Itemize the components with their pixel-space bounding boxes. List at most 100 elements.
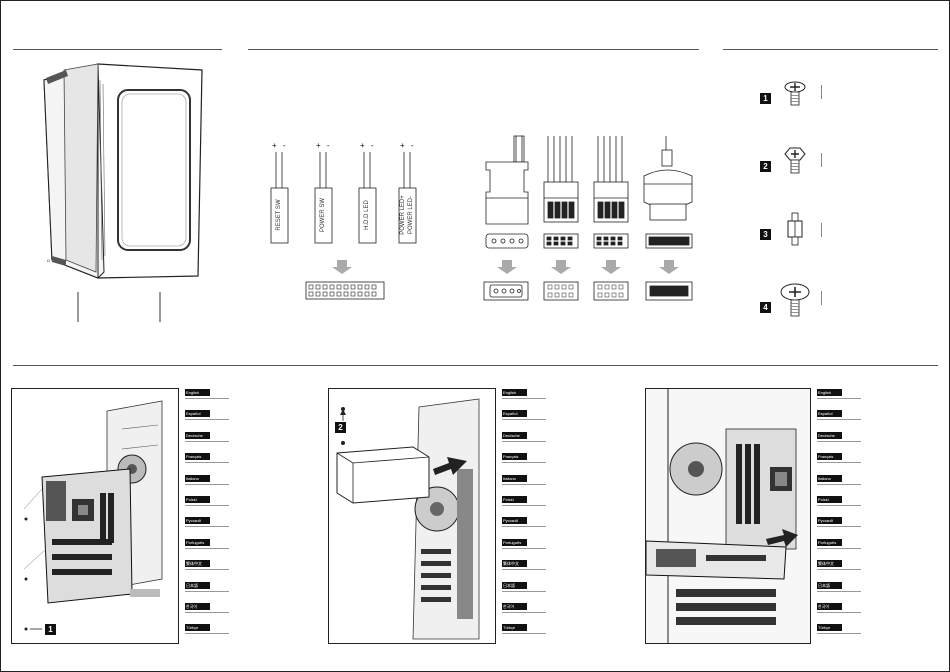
language-tag: Русский (502, 517, 527, 525)
polarity-signs-powerled: + - (400, 141, 416, 150)
language-tag: Italiano (817, 474, 842, 482)
polarity-signs-hdd: + - (360, 141, 376, 150)
language-divider (817, 462, 861, 464)
language-divider (502, 419, 546, 421)
language-divider (185, 483, 229, 485)
language-tag: Português (185, 538, 210, 546)
language-tag: 한국어 (185, 603, 210, 610)
screw-2-divider (821, 153, 822, 167)
language-divider (502, 505, 546, 506)
language-divider (502, 612, 546, 613)
language-divider (185, 612, 229, 613)
language-divider (502, 633, 546, 635)
down-arrow-icon (601, 260, 621, 274)
down-arrow-icon (332, 260, 352, 274)
language-tag: English (185, 389, 210, 396)
connectors-section-rule (248, 49, 699, 50)
language-divider (502, 569, 546, 571)
gpu-install-photo (645, 388, 811, 644)
polarity-signs-power: + - (316, 141, 332, 150)
language-divider (502, 526, 546, 528)
language-tag: Português (817, 538, 842, 546)
panel-2-step-badge: 2 (335, 422, 346, 433)
down-arrow-icon (497, 260, 517, 274)
language-tag: Français (502, 453, 527, 461)
language-tag: Русский (185, 517, 210, 525)
language-tag: Türkçe (502, 624, 527, 632)
language-tag: Polski (185, 496, 210, 503)
language-tag: Polski (817, 496, 842, 503)
language-divider (502, 398, 546, 399)
language-tag: Italiano (502, 474, 527, 482)
language-divider (185, 419, 229, 421)
svg-text:Ω: Ω (47, 258, 50, 263)
power-led-plus-label: POWER LED+ (400, 195, 406, 235)
language-tag: 日本語 (502, 581, 527, 589)
language-divider (502, 547, 546, 549)
installation-section-rule (13, 365, 938, 366)
language-tag: Español (502, 410, 527, 418)
language-tag: Türkçe (185, 624, 210, 632)
language-tag: Italiano (185, 474, 210, 482)
screw-step-4-badge: 4 (760, 302, 771, 313)
screw-1-icon (784, 81, 806, 106)
screws-section-rule (723, 49, 938, 50)
language-tag: Türkçe (817, 624, 842, 632)
language-tag: Deutsche (502, 431, 527, 439)
psu-install-photo: 2 (328, 388, 496, 644)
screw-1-divider (821, 85, 822, 99)
language-divider (185, 526, 229, 528)
language-divider (817, 483, 861, 485)
pc-case-illustration: Ω (43, 63, 203, 322)
psu-install-drawing (336, 398, 480, 640)
power-sw-label: POWER SW (320, 198, 326, 232)
case-section-rule (13, 49, 222, 50)
screw-4-icon (780, 283, 810, 317)
down-arrow-icon (659, 260, 679, 274)
internal-connectors-diagram (483, 135, 693, 301)
language-divider (817, 440, 861, 442)
power-led-minus-label: POWER LED- (408, 196, 414, 235)
language-tag: 繁体中文 (502, 560, 527, 568)
language-divider (817, 505, 861, 506)
language-divider (185, 547, 229, 549)
language-divider (185, 398, 229, 399)
screw-step-2-badge: 2 (760, 161, 771, 172)
language-tag: Русский (817, 517, 842, 525)
language-divider (817, 633, 861, 635)
front-panel-wires (270, 152, 417, 244)
language-divider (817, 398, 861, 399)
language-tag: English (817, 389, 842, 396)
down-arrow-icon (551, 260, 571, 274)
screw-4-divider (821, 291, 822, 305)
language-divider (817, 419, 861, 421)
polarity-signs-reset: + - (272, 141, 288, 150)
language-tag: Português (502, 538, 527, 546)
language-divider (502, 440, 546, 442)
language-tag: 繁体中文 (817, 560, 842, 568)
screw-step-3-badge: 3 (760, 229, 771, 240)
language-divider (817, 612, 861, 613)
gpu-install-drawing (646, 389, 810, 643)
front-panel-connectors: + - + - + - + - RESET SW POWER SW H.D.D … (263, 140, 428, 250)
language-divider (185, 440, 229, 442)
standoff-3-icon (787, 212, 803, 246)
front-panel-header-diagram (305, 260, 385, 300)
language-divider (817, 547, 861, 549)
language-divider (185, 633, 229, 635)
language-tag: Français (185, 453, 210, 461)
language-tag: Español (817, 410, 842, 418)
language-tag: Français (817, 453, 842, 461)
language-tag: 日本語 (185, 581, 210, 589)
language-divider (185, 462, 229, 464)
language-tag: 繁体中文 (185, 560, 210, 568)
language-tag: 한국어 (817, 603, 842, 610)
language-tag: 한국어 (502, 603, 527, 610)
hdd-led-label: H.D.D LED (364, 200, 370, 230)
reset-sw-label: RESET SW (276, 199, 282, 231)
screw-3-divider (821, 223, 822, 237)
language-divider (185, 590, 229, 592)
